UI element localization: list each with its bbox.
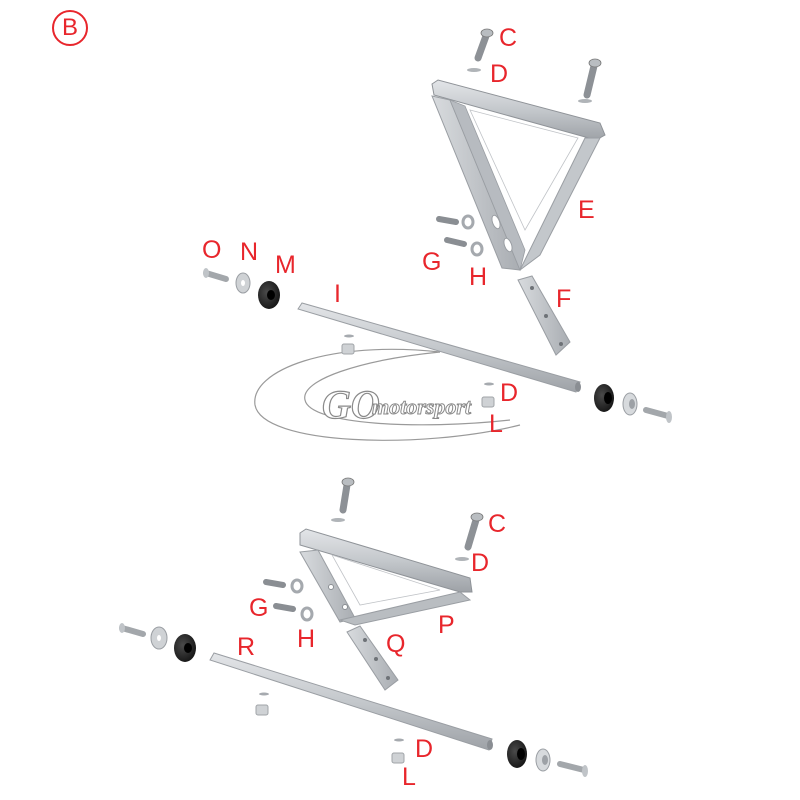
label-d-lower-top: D [471, 549, 490, 577]
label-h-upper: H [469, 263, 488, 291]
triangle-bracket-p [299, 528, 473, 626]
bolt-lower-top-left [331, 477, 355, 522]
label-g-lower: G [249, 594, 269, 622]
bolt-o-upper [203, 268, 229, 282]
label-c-upper: C [499, 24, 518, 52]
bolt-c-upper-left [467, 28, 494, 72]
rubber-bush-lower-left [174, 634, 196, 662]
watermark-logo: GO motorsport [254, 348, 521, 441]
label-l-lower: L [402, 763, 416, 791]
label-d-upper-top: D [490, 60, 509, 88]
triangle-bracket-e [431, 79, 606, 272]
nut-upper-left [341, 334, 355, 355]
nut-lower-left [255, 692, 269, 716]
label-q: Q [386, 630, 406, 658]
bolt-lower-right [557, 761, 588, 777]
label-e: E [578, 196, 595, 224]
bolt-g-upper [436, 216, 467, 247]
nut-upper-right [481, 382, 495, 408]
nut-lower-right [391, 738, 405, 764]
label-c-lower: C [488, 510, 507, 538]
bolt-c-upper-right [578, 58, 602, 103]
rubber-bush-upper-right [594, 384, 614, 412]
label-p: P [438, 611, 455, 639]
label-n: N [240, 238, 259, 266]
label-f: F [556, 285, 572, 313]
label-h-lower: H [297, 625, 316, 653]
watermark-go: GO [322, 382, 380, 427]
bolt-upper-right [643, 407, 672, 423]
washer-n-upper [235, 272, 251, 294]
label-d-lower-bottom: D [415, 735, 434, 763]
rod-i [297, 302, 581, 393]
label-i: I [334, 280, 341, 308]
section-badge-letter: B [61, 14, 78, 41]
label-m: M [275, 251, 296, 279]
washer-lower-left [150, 626, 168, 650]
cup-washer-upper-right [622, 392, 638, 416]
washer-h-upper [461, 214, 484, 257]
label-d-upper-bottom: D [500, 379, 519, 407]
washer-h-lower [290, 578, 314, 622]
bolt-g-lower [263, 579, 296, 612]
bolt-lower-left [119, 623, 146, 637]
label-o: O [202, 236, 222, 264]
label-g-upper: G [422, 248, 442, 276]
bolt-c-lower [455, 512, 484, 561]
section-badge: B [52, 10, 88, 46]
watermark-motorsport: motorsport [372, 394, 472, 419]
rod-r [209, 652, 493, 751]
spacer-block-q [346, 625, 399, 691]
label-l-upper: L [489, 410, 503, 438]
spacer-block-f [517, 275, 571, 356]
cup-washer-lower-right [535, 748, 551, 772]
label-r: R [237, 633, 256, 661]
rubber-bush-m-upper [258, 281, 280, 309]
rubber-bush-lower-right [507, 740, 527, 768]
